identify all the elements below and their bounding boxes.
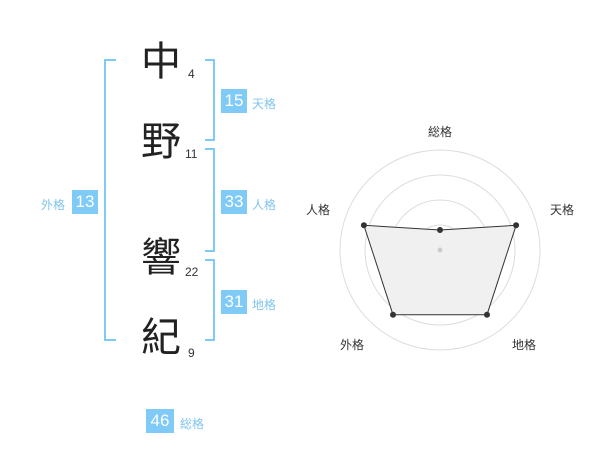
name-char-3: 響	[141, 235, 181, 281]
chikaku-bracket	[205, 259, 215, 341]
jinkaku-badge: 33	[221, 190, 247, 214]
chikaku-label: 地格	[252, 298, 277, 312]
tenkaku-bracket	[205, 59, 215, 141]
radar-center-dot	[437, 247, 443, 253]
stroke-count-2: 11	[185, 147, 198, 161]
radar-grid-ring	[364, 174, 516, 326]
tenkaku-label: 天格	[252, 97, 277, 111]
radar-label-tenkaku: 天格	[550, 203, 575, 217]
name-char-4: 紀	[141, 315, 181, 361]
jinkaku-bracket	[205, 148, 215, 252]
radar-label-jinkaku: 人格	[306, 203, 331, 217]
radar-point-5	[360, 222, 367, 229]
stroke-count-3: 22	[185, 265, 199, 279]
jinkaku-label: 人格	[252, 198, 277, 212]
stroke-count-1: 4	[188, 67, 195, 81]
radar-label-soukaku: 総格	[428, 125, 453, 139]
radar-polygon	[363, 224, 517, 316]
stroke-count-4: 9	[188, 346, 195, 360]
radar-point-2	[513, 222, 520, 229]
name-char-2: 野	[141, 119, 181, 165]
name-char-1: 中	[141, 39, 181, 85]
gaikaku-bracket	[104, 59, 116, 341]
chikaku-badge: 31	[221, 290, 247, 314]
soukaku-label: 総格	[180, 417, 205, 431]
radar-point-4	[390, 311, 396, 318]
radar-label-gaikaku: 外格	[340, 338, 365, 352]
gaikaku-label: 外格	[41, 198, 66, 212]
soukaku-badge: 46	[146, 409, 174, 433]
radar-point-3	[484, 311, 490, 318]
tenkaku-badge: 15	[221, 89, 247, 113]
radar-label-chikaku: 地格	[512, 338, 537, 352]
radar-point-1	[437, 227, 443, 233]
gaikaku-badge: 13	[72, 190, 98, 214]
